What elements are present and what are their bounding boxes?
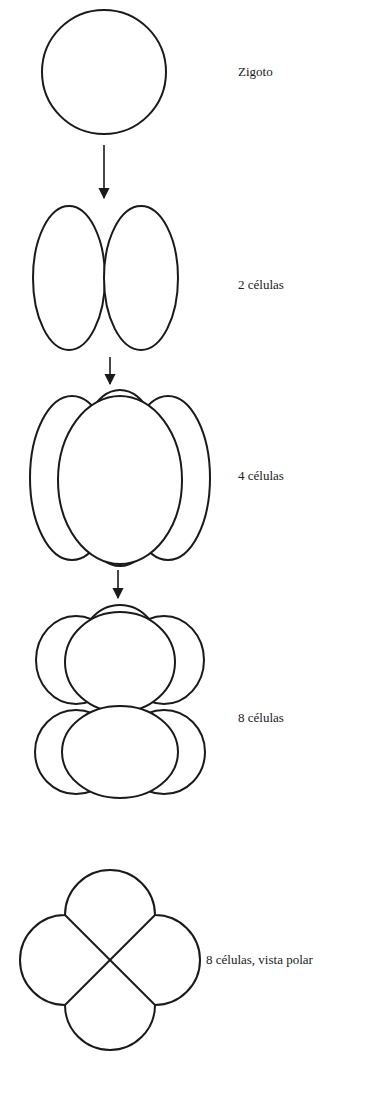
blastomere	[104, 206, 178, 350]
stage-label: Zigoto	[238, 64, 273, 80]
blastomere	[62, 706, 178, 798]
blastomere	[58, 396, 182, 564]
stage-label: 4 células	[238, 468, 284, 484]
cleavage-furrow	[65, 915, 155, 1005]
stage-arrow	[117, 570, 119, 598]
stage-label: 8 células	[238, 710, 284, 726]
blastomere	[33, 206, 105, 350]
stage-arrow	[103, 145, 105, 198]
stage-label: 8 células, vista polar	[206, 952, 313, 968]
cleavage-furrow	[65, 915, 155, 1005]
stage-arrow	[109, 357, 111, 384]
polar-view-outline	[20, 870, 200, 1050]
zygote-cell	[42, 10, 166, 134]
stage-label: 2 células	[238, 277, 284, 293]
blastomere	[65, 612, 175, 712]
